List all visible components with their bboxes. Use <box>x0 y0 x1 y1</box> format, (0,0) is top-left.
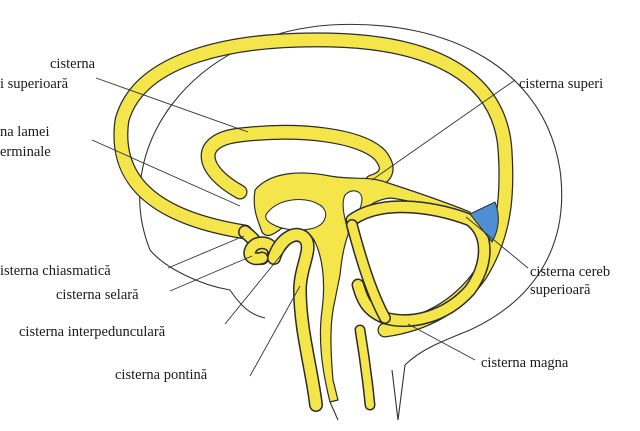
leader-lamei-terminale <box>91 139 241 207</box>
label-lamei-terminale-line2: erminale <box>0 144 51 160</box>
spinal-cord-outline <box>329 369 399 421</box>
label-cerebel-line2: superioară <box>530 282 591 298</box>
spinal-canal <box>356 326 374 409</box>
leader-interpedunculara <box>224 243 291 325</box>
label-lamei-terminale-line1: na lamei <box>0 124 50 140</box>
leader-cerebel-superioara <box>465 216 529 269</box>
leader-pontina <box>249 285 301 377</box>
leader-selara <box>169 255 253 292</box>
superior-cerebellar-cistern <box>469 201 499 243</box>
leader-chiasmatica <box>167 235 245 269</box>
leader-cisterna-superior-right <box>371 79 516 181</box>
label-magna: cisterna magna <box>481 355 569 371</box>
label-chiasmatica: isterna chiasmatică <box>0 263 111 279</box>
label-cisterna-superioara-line2: i superioară <box>0 76 69 92</box>
label-cerebel-line1: cisterna cereb <box>530 264 610 280</box>
leader-cisterna-superioara-left <box>95 77 249 133</box>
fourth-ventricle <box>347 220 390 323</box>
skull-base-outline <box>149 249 266 319</box>
pontine-hook <box>268 229 322 411</box>
callosal-arc <box>201 126 393 199</box>
label-cisterna-superioara-line1: cisterna <box>50 56 96 72</box>
leader-magna <box>407 323 476 361</box>
label-selara: cisterna selară <box>56 287 139 303</box>
label-interpedunculara: cisterna interpedunculară <box>19 324 166 340</box>
skull-outline <box>139 23 563 421</box>
label-cisterna-superior-right: cisterna superi <box>519 76 603 92</box>
interthalamic-hollow <box>265 199 327 231</box>
label-pontina: cisterna pontină <box>115 367 208 383</box>
